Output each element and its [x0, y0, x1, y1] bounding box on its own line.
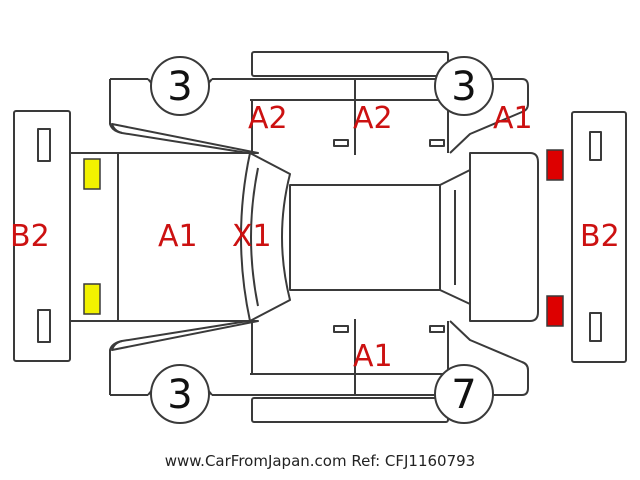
tire-rear-top-grade: 3 — [451, 64, 476, 110]
label-front-bumper: B2 — [10, 219, 50, 254]
tire-rear-top: 3 — [434, 56, 494, 116]
tire-front-top: 3 — [150, 56, 210, 116]
label-rear-door-top: A2 — [353, 101, 393, 136]
tire-front-bottom-grade: 3 — [167, 372, 192, 418]
tire-front-bottom: 3 — [150, 364, 210, 424]
label-windshield: X1 — [232, 219, 272, 254]
tail-light-top — [546, 149, 564, 181]
tire-front-top-grade: 3 — [167, 64, 192, 110]
front-light-bottom — [83, 283, 101, 315]
tire-rear-bottom: 7 — [434, 364, 494, 424]
rear-bumper — [571, 111, 627, 363]
label-front-door-top: A2 — [248, 101, 288, 136]
front-light-top — [83, 158, 101, 190]
label-hood: A1 — [158, 219, 198, 254]
top-view-body — [69, 152, 539, 322]
label-rear-door-bottom: A1 — [353, 339, 393, 374]
footer-reference: www.CarFromJapan.com Ref: CFJ1160793 — [164, 452, 476, 470]
label-rear-bumper: B2 — [580, 219, 620, 254]
tire-rear-bottom-grade: 7 — [451, 372, 476, 418]
tail-light-bottom — [546, 295, 564, 327]
label-rear-fender-top: A1 — [493, 101, 533, 136]
